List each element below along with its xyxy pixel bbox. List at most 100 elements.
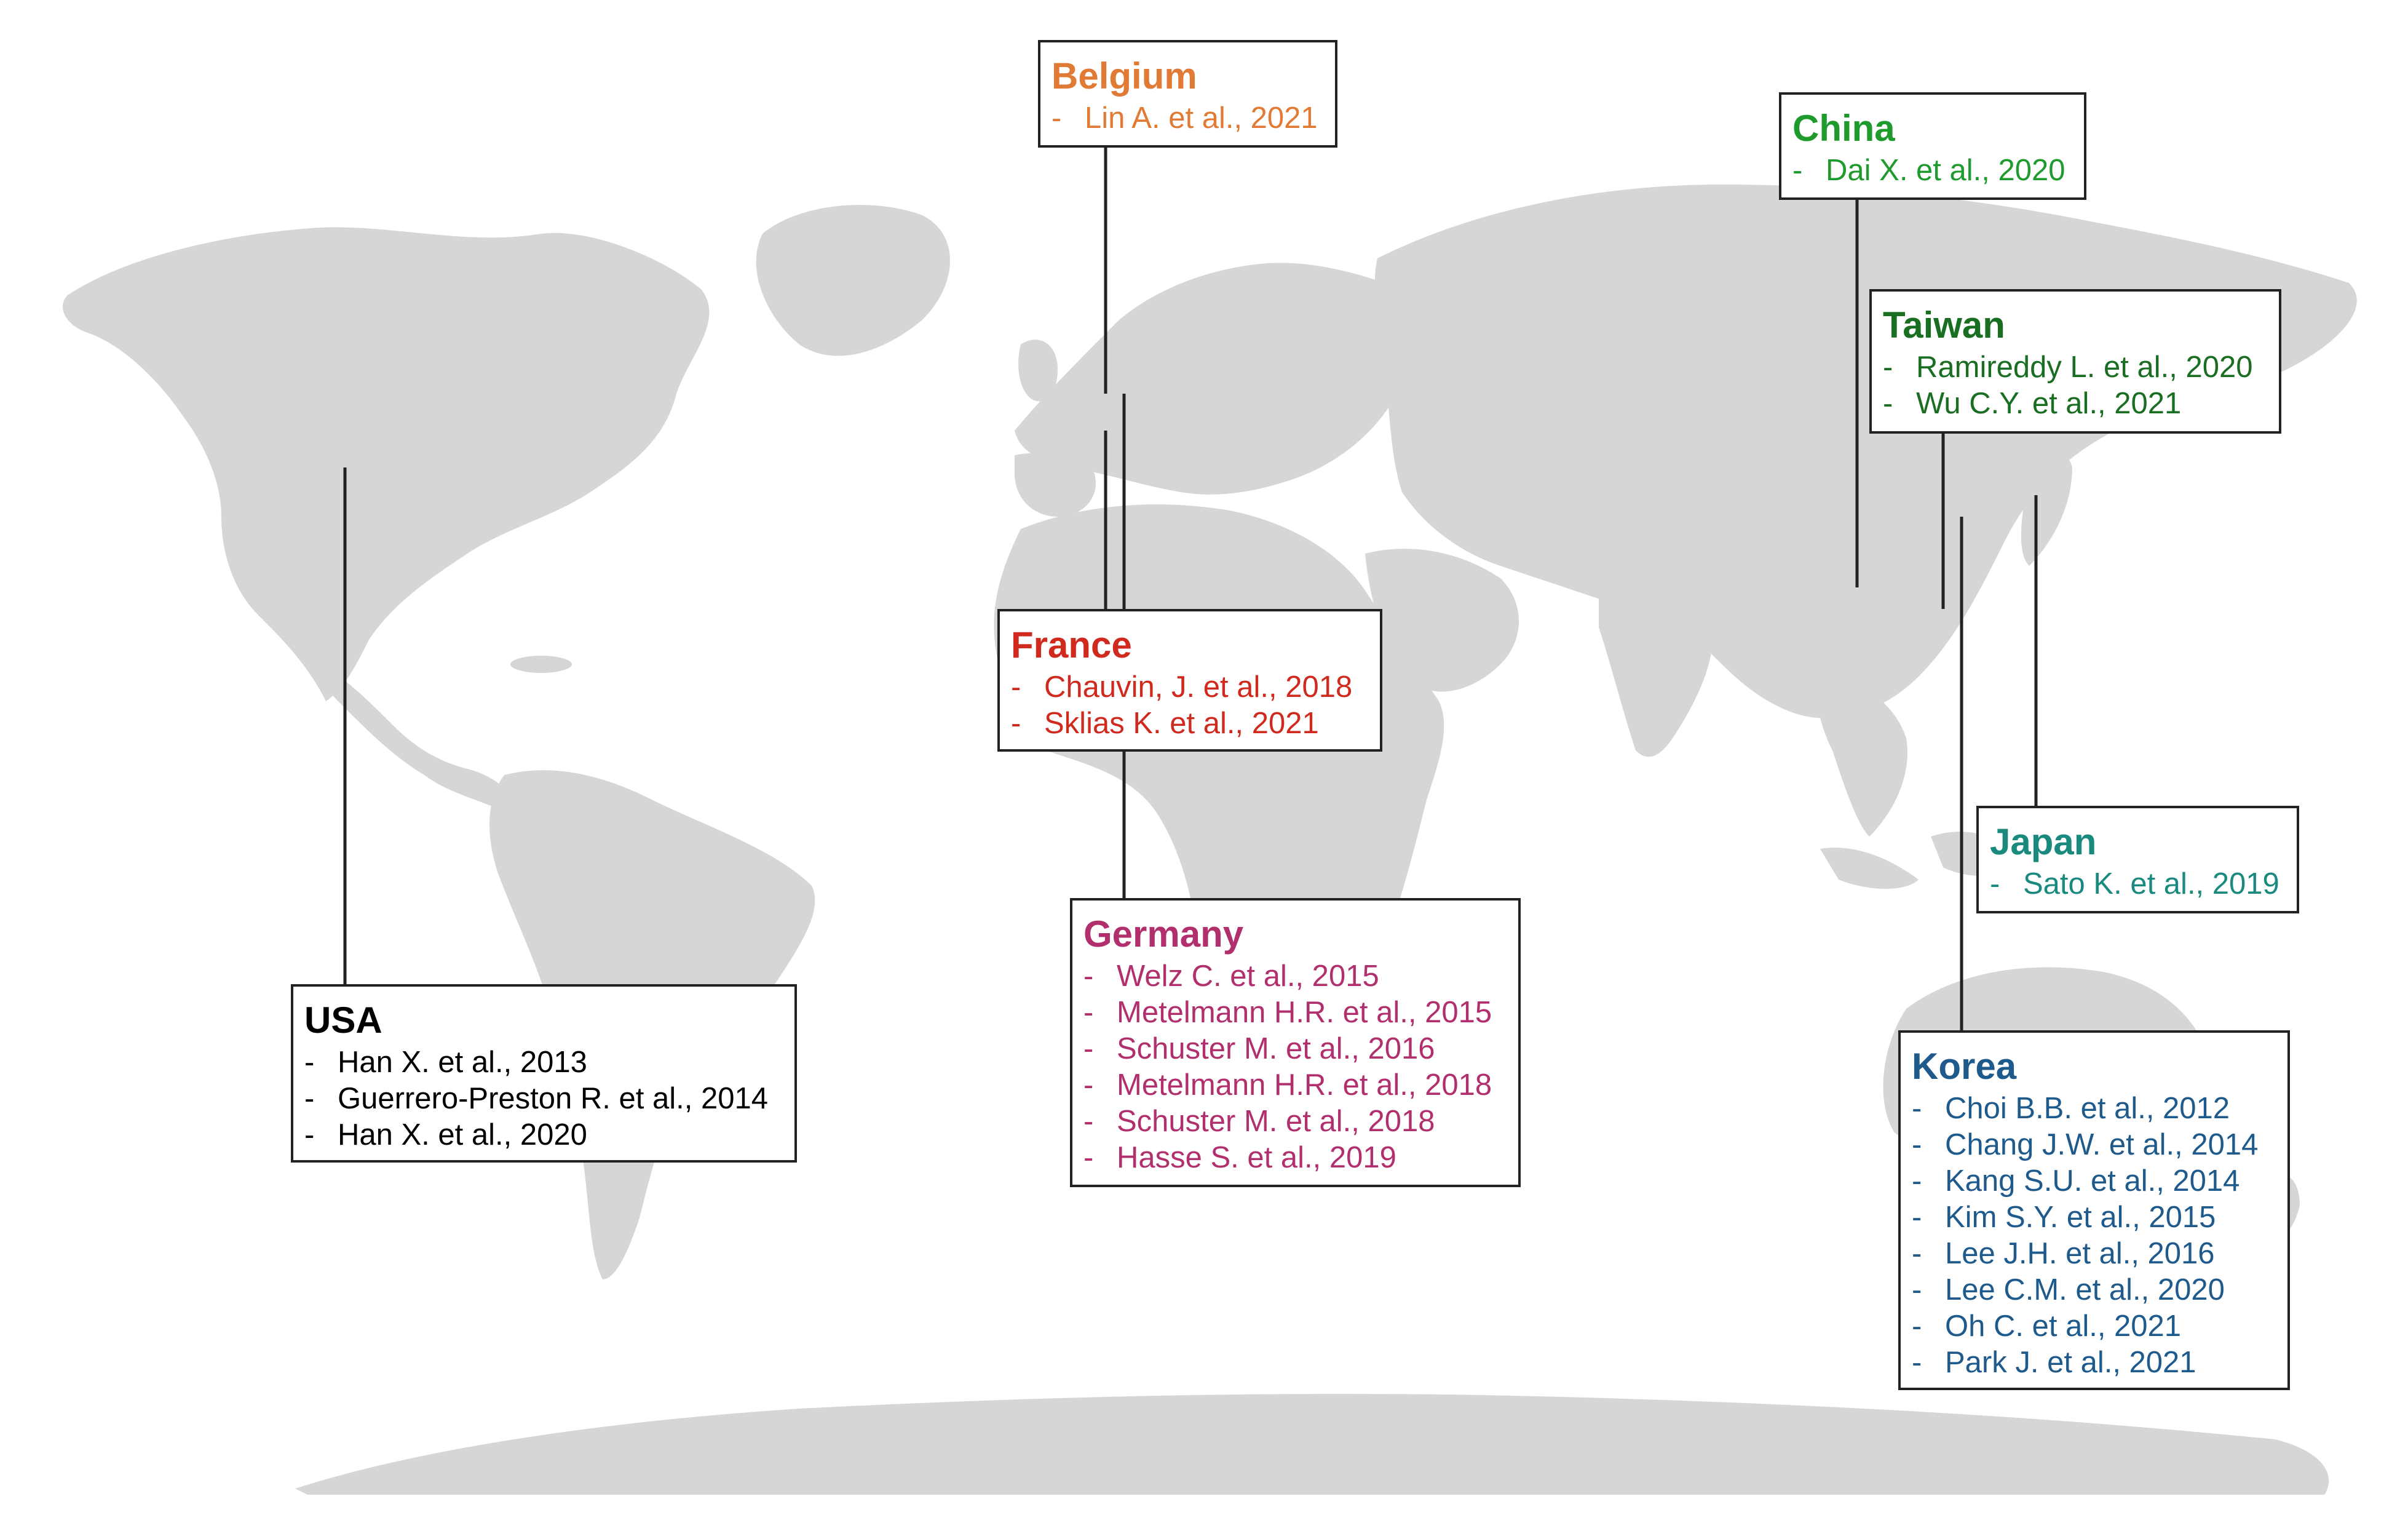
study-entry: -Metelmann H.R. et al., 2015 (1083, 995, 1507, 1031)
antarctica-landmass (295, 1394, 2329, 1495)
bullet-dash: - (304, 1118, 315, 1151)
study-citation: Welz C. et al., 2015 (1117, 960, 1379, 993)
asia-landmass (1374, 185, 2357, 718)
taiwan-box: Taiwan -Ramireddy L. et al., 2020-Wu C.Y… (1869, 289, 2281, 434)
caribbean-island (510, 656, 572, 673)
country-name: France (1011, 624, 1132, 666)
germany-box: Germany -Welz C. et al., 2015-Metelmann … (1070, 898, 1521, 1187)
study-citation: Guerrero-Preston R. et al., 2014 (338, 1082, 768, 1115)
bullet-dash: - (1083, 996, 1094, 1029)
bullet-dash: - (1912, 1128, 1922, 1161)
bullet-dash: - (304, 1082, 315, 1115)
bullet-dash: - (1883, 351, 1893, 384)
bullet-dash: - (1912, 1164, 1922, 1198)
study-entry: -Han X. et al., 2020 (304, 1117, 783, 1153)
bullet-dash: - (1883, 387, 1893, 420)
india-landmass (1599, 586, 1713, 757)
study-citation: Metelmann H.R. et al., 2015 (1117, 996, 1492, 1029)
study-entry: -Kim S.Y. et al., 2015 (1912, 1199, 2276, 1236)
study-citation: Sato K. et al., 2019 (2023, 867, 2279, 901)
study-entry: -Sklias K. et al., 2021 (1011, 706, 1369, 742)
bullet-dash: - (1990, 867, 2000, 901)
study-list: -Ramireddy L. et al., 2020-Wu C.Y. et al… (1883, 349, 2268, 422)
bullet-dash: - (1083, 1105, 1094, 1138)
bullet-dash: - (1912, 1092, 1922, 1125)
korea-box: Korea -Choi B.B. et al., 2012-Chang J.W.… (1898, 1030, 2290, 1390)
arabia-landmass (1365, 549, 1519, 692)
study-citation: Choi B.B. et al., 2012 (1945, 1092, 2230, 1125)
study-list: -Han X. et al., 2013-Guerrero-Preston R.… (304, 1044, 783, 1153)
study-citation: Kim S.Y. et al., 2015 (1945, 1201, 2216, 1234)
bullet-dash: - (1083, 1068, 1094, 1102)
north-america-landmass (62, 227, 710, 701)
bullet-dash: - (1083, 1032, 1094, 1065)
bullet-dash: - (1912, 1310, 1922, 1343)
study-entry: -Hasse S. et al., 2019 (1083, 1140, 1507, 1176)
country-name: Belgium (1052, 55, 1197, 97)
japan-landmass (2021, 454, 2072, 566)
study-list: -Welz C. et al., 2015-Metelmann H.R. et … (1083, 958, 1507, 1176)
study-entry: -Han X. et al., 2013 (304, 1044, 783, 1081)
study-entry: -Lee C.M. et al., 2020 (1912, 1272, 2276, 1308)
study-entry: -Choi B.B. et al., 2012 (1912, 1091, 2276, 1127)
study-citation: Metelmann H.R. et al., 2018 (1117, 1068, 1492, 1102)
bullet-dash: - (1912, 1201, 1922, 1234)
central-america-landmass (318, 664, 517, 812)
study-list: -Chauvin, J. et al., 2018-Sklias K. et a… (1011, 669, 1369, 742)
study-citation: Sklias K. et al., 2021 (1044, 707, 1319, 740)
study-list: -Choi B.B. et al., 2012-Chang J.W. et al… (1912, 1091, 2276, 1381)
study-citation: Dai X. et al., 2020 (1826, 154, 2065, 187)
france-box: France -Chauvin, J. et al., 2018-Sklias … (997, 609, 1382, 752)
study-entry: -Park J. et al., 2021 (1912, 1345, 2276, 1381)
study-citation: Schuster M. et al., 2016 (1117, 1032, 1435, 1065)
study-citation: Hasse S. et al., 2019 (1117, 1141, 1396, 1174)
study-citation: Oh C. et al., 2021 (1945, 1310, 2182, 1343)
study-entry: -Ramireddy L. et al., 2020 (1883, 349, 2268, 386)
bullet-dash: - (1011, 670, 1021, 704)
study-entry: -Dai X. et al., 2020 (1792, 153, 2073, 189)
country-name: China (1792, 108, 1895, 149)
bullet-dash: - (304, 1046, 315, 1079)
study-entry: -Schuster M. et al., 2016 (1083, 1031, 1507, 1067)
study-citation: Schuster M. et al., 2018 (1117, 1105, 1435, 1138)
study-list: -Sato K. et al., 2019 (1990, 866, 2286, 902)
study-citation: Park J. et al., 2021 (1945, 1346, 2196, 1379)
usa-box: USA -Han X. et al., 2013-Guerrero-Presto… (291, 984, 797, 1163)
country-name: Korea (1912, 1046, 2017, 1087)
study-citation: Wu C.Y. et al., 2021 (1916, 387, 2182, 420)
study-citation: Chang J.W. et al., 2014 (1945, 1128, 2259, 1161)
study-entry: -Sato K. et al., 2019 (1990, 866, 2286, 902)
bullet-dash: - (1912, 1273, 1922, 1306)
bullet-dash: - (1083, 1141, 1094, 1174)
country-name: Japan (1990, 821, 2097, 862)
country-name: Germany (1083, 913, 1244, 955)
study-entry: -Lin A. et al., 2021 (1052, 100, 1324, 137)
study-entry: -Wu C.Y. et al., 2021 (1883, 386, 2268, 422)
study-entry: -Schuster M. et al., 2018 (1083, 1103, 1507, 1140)
study-entry: -Chauvin, J. et al., 2018 (1011, 669, 1369, 706)
bullet-dash: - (1912, 1346, 1922, 1379)
country-name: USA (304, 1000, 382, 1041)
belgium-box: Belgium -Lin A. et al., 2021 (1038, 40, 1337, 148)
study-entry: -Guerrero-Preston R. et al., 2014 (304, 1081, 783, 1117)
southeast-asia-landmass (1818, 677, 1907, 837)
china-box: China -Dai X. et al., 2020 (1779, 92, 2086, 200)
study-citation: Lin A. et al., 2021 (1085, 101, 1318, 135)
study-list: -Dai X. et al., 2020 (1792, 153, 2073, 189)
bullet-dash: - (1792, 154, 1803, 187)
study-entry: -Kang S.U. et al., 2014 (1912, 1163, 2276, 1199)
study-citation: Han X. et al., 2020 (338, 1118, 587, 1151)
study-citation: Lee J.H. et al., 2016 (1945, 1237, 2215, 1270)
study-entry: -Oh C. et al., 2021 (1912, 1308, 2276, 1345)
study-entry: -Metelmann H.R. et al., 2018 (1083, 1067, 1507, 1103)
iberia-landmass (1015, 453, 1096, 517)
study-citation: Han X. et al., 2013 (338, 1046, 587, 1079)
study-citation: Ramireddy L. et al., 2020 (1916, 351, 2253, 384)
bullet-dash: - (1011, 707, 1021, 740)
bullet-dash: - (1912, 1237, 1922, 1270)
study-entry: -Welz C. et al., 2015 (1083, 958, 1507, 995)
study-entry: -Lee J.H. et al., 2016 (1912, 1236, 2276, 1272)
bullet-dash: - (1052, 101, 1062, 135)
study-citation: Kang S.U. et al., 2014 (1945, 1164, 2240, 1198)
study-citation: Lee C.M. et al., 2020 (1945, 1273, 2225, 1306)
